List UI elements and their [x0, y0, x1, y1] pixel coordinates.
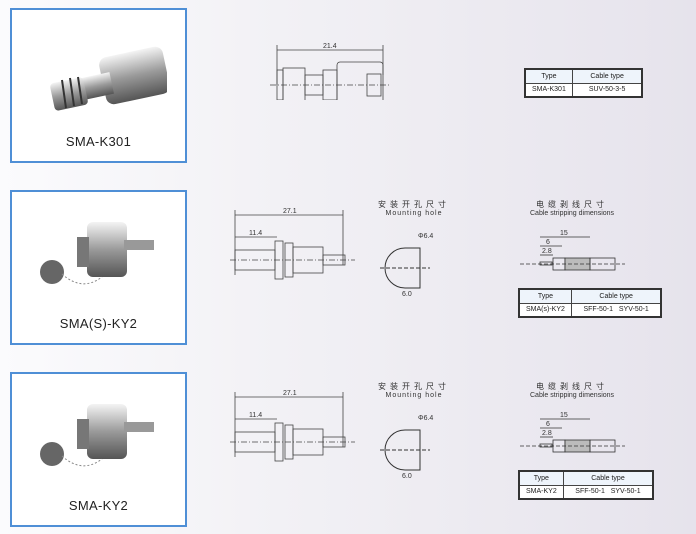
- svg-text:2.8: 2.8: [542, 430, 552, 437]
- type-header: Type: [524, 68, 573, 84]
- mounting-hole-drawing: Φ6.4 6.0: [380, 233, 433, 298]
- mounting-hole-drawing: Φ6.4 6.0: [380, 415, 433, 480]
- connector-image: [40, 222, 154, 285]
- cable-header: Cable type: [570, 288, 662, 304]
- type-value: SMA-K301: [524, 82, 573, 98]
- svg-text:11.4: 11.4: [249, 412, 262, 419]
- type-value: SMA-KY2: [518, 484, 564, 500]
- product-name: SMA-K301: [65, 134, 132, 149]
- cable-stripping-drawing: 15 6 2.8: [520, 230, 625, 271]
- type-header: Type: [518, 288, 572, 304]
- cable-value: SFF-50-1 SYV-50-1: [562, 484, 654, 500]
- cable-value: SUV-50-3-5: [571, 82, 643, 98]
- product-name: SMA(S)-KY2: [59, 316, 138, 331]
- product-name: SMA-KY2: [68, 498, 129, 513]
- cable-stripping-drawing: 15 6 2.8: [520, 412, 625, 453]
- svg-text:6.0: 6.0: [402, 473, 412, 480]
- type-header: Type: [518, 470, 564, 486]
- cable-value: SFF-50-1 SYV-50-1: [570, 302, 662, 318]
- svg-text:15: 15: [560, 412, 568, 419]
- svg-text:Φ6.4: Φ6.4: [418, 233, 433, 240]
- svg-text:27.1: 27.1: [283, 390, 297, 397]
- svg-text:6: 6: [546, 421, 550, 428]
- svg-text:6: 6: [546, 239, 550, 246]
- product-photo: SMA(S)-KY2: [10, 190, 187, 345]
- connector-image: [50, 46, 167, 111]
- technical-drawing: 27.1 11.4: [230, 208, 355, 280]
- product-photo-sma-k301: SMA-K301: [10, 8, 187, 163]
- svg-text:11.4: 11.4: [249, 230, 262, 237]
- svg-text:Φ6.4: Φ6.4: [418, 415, 433, 422]
- svg-text:6.0: 6.0: [402, 291, 412, 298]
- connector-image: [40, 404, 154, 467]
- type-value: SMA(s)-KY2: [518, 302, 572, 318]
- cable-header: Cable type: [562, 470, 654, 486]
- technical-drawing-sma-k301: 21.4: [270, 43, 390, 100]
- technical-drawing: 27.1 11.4: [230, 390, 355, 462]
- svg-text:21.4: 21.4: [323, 43, 337, 50]
- svg-text:2.8: 2.8: [542, 248, 552, 255]
- product-photo: SMA-KY2: [10, 372, 187, 527]
- cable-header: Cable type: [571, 68, 643, 84]
- svg-text:15: 15: [560, 230, 568, 237]
- svg-text:27.1: 27.1: [283, 208, 297, 215]
